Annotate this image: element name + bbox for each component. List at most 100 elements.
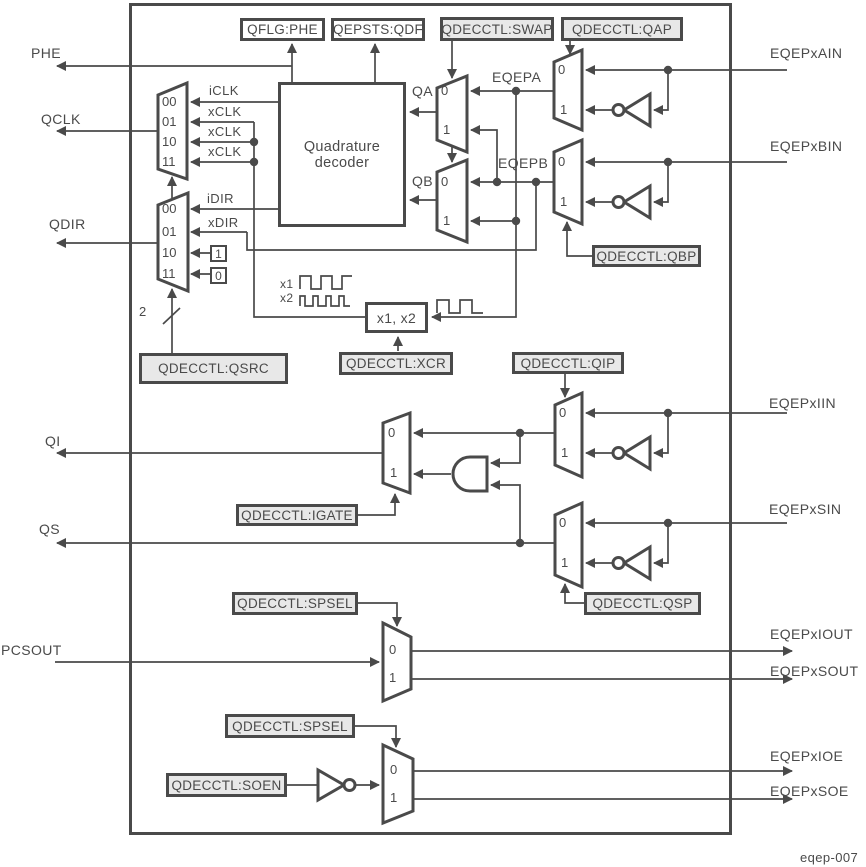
register-box-qflg-phe: QFLG:PHE bbox=[240, 18, 325, 41]
mux-qa-input-1: 1 bbox=[443, 122, 451, 137]
inverter-a bbox=[621, 91, 652, 129]
inverter-b bbox=[621, 183, 652, 221]
wire-xdir-route bbox=[246, 182, 537, 251]
register-box-qdecctl-spsel-oe: QDECCTL:SPSEL bbox=[225, 714, 355, 738]
wire-bin-to-invB bbox=[653, 162, 669, 207]
mux-qsp-input-0: 0 bbox=[559, 515, 567, 530]
signal-label-eqepxioe: EQEPxIOE bbox=[770, 748, 844, 764]
mux-qclk-input-01: 01 bbox=[162, 114, 177, 129]
figure-id: eqep-007 bbox=[800, 850, 859, 865]
register-box-qdecctl-qsrc: QDECCTL:QSRC bbox=[139, 353, 288, 384]
inverter-a-bubble bbox=[611, 103, 626, 117]
wire-spsel2-select bbox=[355, 725, 401, 748]
mux-qa-input-0: 0 bbox=[441, 83, 449, 98]
inverter-i bbox=[621, 434, 652, 472]
mux-qap-input-1: 1 bbox=[560, 102, 568, 117]
mux-qdir-input-00: 00 bbox=[162, 201, 177, 216]
inverter-s-bubble bbox=[611, 556, 626, 570]
x1x2-block: x1, x2 bbox=[365, 302, 428, 333]
demux-pcsout bbox=[381, 620, 413, 704]
mux-qbp-input-1: 1 bbox=[560, 194, 568, 209]
demux-soen-out-0: 0 bbox=[390, 762, 398, 777]
decoder-label-line1: Quadrature bbox=[303, 138, 381, 155]
signal-label-qdir: QDIR bbox=[49, 216, 86, 232]
and-gate bbox=[451, 455, 489, 493]
inverter-b-bubble bbox=[611, 195, 626, 209]
wire-eqepb-to-qamux1 bbox=[470, 125, 498, 182]
register-box-qdecctl-qap: QDECCTL:QAP bbox=[561, 17, 683, 41]
net-label-qb: QB bbox=[412, 173, 434, 189]
net-label-iclk: iCLK bbox=[209, 83, 239, 98]
wire-spsel1-select bbox=[358, 602, 402, 627]
inverter-i-bubble bbox=[611, 446, 626, 460]
waveform-xout bbox=[436, 299, 483, 314]
signal-label-pcsout: PCSOUT bbox=[1, 642, 62, 658]
register-box-qdecctl-qip: QDECCTL:QIP bbox=[512, 352, 624, 374]
mux-swap-qa bbox=[435, 73, 469, 155]
inverter-soen-bubble bbox=[342, 778, 357, 792]
module-border bbox=[129, 3, 732, 835]
register-box-qdecctl-soen: QDECCTL:SOEN bbox=[166, 773, 287, 797]
register-box-qdecctl-spsel-out: QDECCTL:SPSEL bbox=[232, 592, 358, 615]
mux-qi-input-1: 1 bbox=[390, 465, 398, 480]
mux-qclk-input-11: 11 bbox=[162, 154, 176, 169]
demux-pcsout-out-0: 0 bbox=[389, 642, 397, 657]
wire-xclk-route bbox=[253, 122, 365, 318]
mux-qip-input-0: 0 bbox=[559, 405, 567, 420]
net-label-eqepa: EQEPA bbox=[492, 69, 542, 85]
signal-label-eqepxsin: EQEPxSIN bbox=[769, 501, 842, 517]
mux-qi-input-0: 0 bbox=[388, 425, 396, 440]
signal-label-eqepxiin: EQEPxIIN bbox=[769, 395, 836, 411]
net-label-xclk-1: xCLK bbox=[208, 104, 242, 119]
mux-qsp bbox=[553, 500, 584, 590]
wire-sin-to-invS bbox=[653, 523, 669, 568]
mux-qap-input-0: 0 bbox=[558, 62, 566, 77]
demux-soen bbox=[381, 742, 415, 826]
signal-label-eqepxbin: EQEPxBIN bbox=[770, 138, 843, 154]
register-box-qdecctl-xcr: QDECCTL:XCR bbox=[339, 352, 453, 375]
wire-ain-to-invA bbox=[653, 70, 669, 115]
decoder-label-line2: decoder bbox=[314, 154, 370, 171]
mux-qbp-input-0: 0 bbox=[558, 154, 566, 169]
net-label-xdir: xDIR bbox=[208, 215, 239, 230]
signal-label-eqepxsout: EQEPxSOUT bbox=[770, 663, 859, 679]
logic-shapes bbox=[156, 47, 652, 826]
waveform-x2 bbox=[299, 295, 350, 307]
wire-and-bottom-in bbox=[490, 480, 521, 543]
net-label-xclk-3: xCLK bbox=[208, 144, 242, 159]
signal-label-qclk: QCLK bbox=[41, 111, 81, 127]
wire-qsp-select bbox=[560, 583, 584, 604]
mux-qip-input-1: 1 bbox=[561, 445, 569, 460]
wire-eqepa-to-x1x2 bbox=[431, 91, 517, 322]
inverter-soen bbox=[316, 767, 348, 803]
wire-iin-to-invI bbox=[653, 413, 669, 458]
mux-qi bbox=[381, 410, 412, 496]
wire-qbp-select bbox=[562, 221, 592, 257]
waveform-label-x1: x1 bbox=[280, 277, 294, 291]
bus-width-label: 2 bbox=[139, 304, 147, 319]
mux-qap bbox=[552, 47, 584, 133]
net-label-qa: QA bbox=[412, 83, 434, 99]
wire-and-top-in bbox=[490, 433, 521, 468]
register-box-qdecctl-swap: QDECCTL:SWAP bbox=[440, 17, 554, 41]
signal-label-qs: QS bbox=[39, 521, 61, 537]
mux-qclk-input-10: 10 bbox=[162, 134, 177, 149]
register-box-qepsts-qdf: QEPSTS:QDF bbox=[331, 18, 425, 41]
net-label-xclk-2: xCLK bbox=[208, 124, 242, 139]
mux-qclk-input-00: 00 bbox=[162, 94, 177, 109]
signal-label-phe: PHE bbox=[31, 45, 61, 61]
mux-qdir-input-10: 10 bbox=[162, 245, 177, 260]
signal-label-eqepxsoe: EQEPxSOE bbox=[770, 783, 849, 799]
waveform-label-x2: x2 bbox=[280, 291, 294, 305]
plain-wires bbox=[162, 122, 537, 786]
demux-pcsout-out-1: 1 bbox=[389, 670, 397, 685]
arrow-wires bbox=[55, 41, 793, 804]
mux-qsp-input-1: 1 bbox=[561, 555, 569, 570]
mux-qb-input-1: 1 bbox=[443, 213, 451, 228]
signal-label-eqepxiout: EQEPxIOUT bbox=[770, 626, 853, 642]
mux-qclk bbox=[156, 80, 189, 182]
mux-swap-qb bbox=[435, 157, 469, 245]
signal-label-qi: QI bbox=[45, 433, 61, 449]
